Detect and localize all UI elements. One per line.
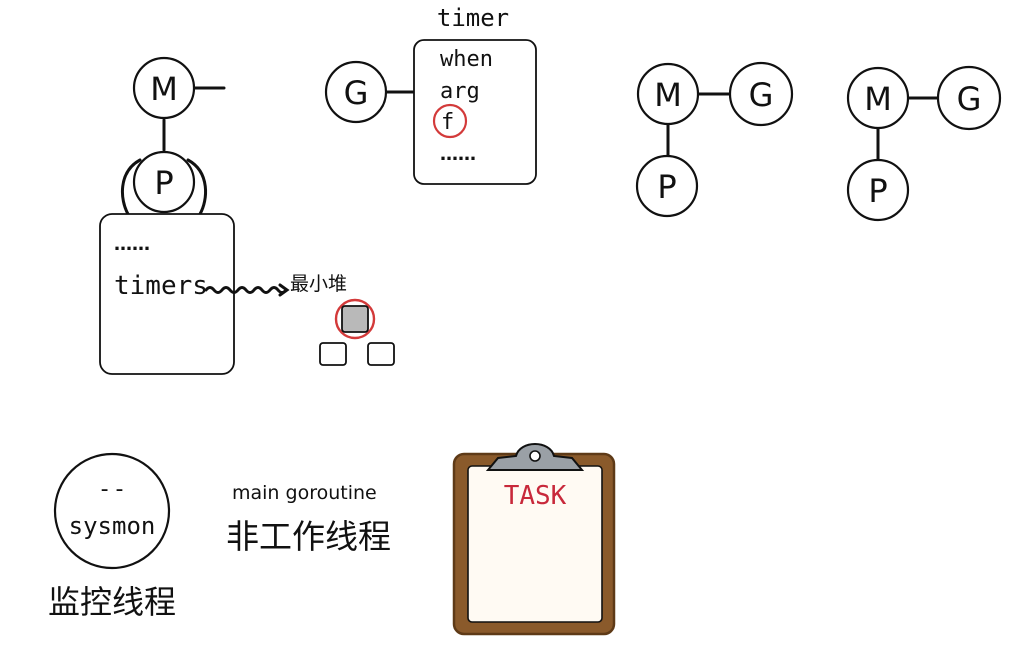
p-node-1-label: P [657, 168, 676, 206]
timers-arrowhead [278, 283, 290, 297]
timer-field-ellipsis: …… [440, 144, 476, 165]
mpg-group-2: M G P [846, 65, 1002, 222]
heap-left-child [319, 342, 347, 366]
m-node-left-label: M [150, 70, 178, 108]
main-goroutine-group: main goroutine 非工作线程 [226, 482, 391, 556]
m-node-2-label: M [864, 80, 892, 118]
p-node-left [132, 150, 196, 214]
g-node-2-label: G [957, 80, 982, 118]
timers-label: timers [114, 271, 208, 301]
g-node-1 [728, 61, 794, 127]
task-clipboard: TASK [452, 443, 616, 636]
clipboard-clip-hole [529, 450, 541, 462]
p-arrow-right [186, 158, 208, 216]
g-node-middle-label: G [344, 74, 369, 112]
m-node-1-label: M [654, 76, 682, 114]
m-node-left [132, 56, 196, 120]
m-node-1 [636, 62, 700, 126]
timer-field-f-highlight [432, 103, 468, 139]
timers-squiggle-arrow [204, 286, 288, 294]
p-node-1 [635, 154, 699, 218]
g-timer-group: G timer when arg f …… [324, 4, 537, 185]
timer-struct-box [413, 39, 537, 185]
g-node-2 [936, 65, 1002, 131]
m-node-2 [846, 66, 910, 130]
main-goroutine-caption: 非工作线程 [226, 517, 391, 556]
sysmon-label: sysmon [69, 512, 156, 540]
timer-title: timer [437, 4, 509, 32]
sysmon-face: - - [101, 477, 124, 502]
g-node-middle [324, 60, 388, 124]
p-arrow-left [120, 158, 142, 216]
timer-field-arg: arg [440, 79, 480, 104]
p-node-left-label: P [154, 164, 173, 202]
heap-right-child [367, 342, 395, 366]
min-heap-label: 最小堆 [290, 273, 347, 295]
main-goroutine-label: main goroutine [232, 482, 377, 504]
mpg-group-1: M G P [635, 61, 794, 218]
timer-field-f: f [441, 110, 454, 135]
heap-root-node [341, 305, 369, 333]
g-node-1-label: G [749, 76, 774, 114]
p-node-2 [846, 158, 910, 222]
p-local-ellipsis: …… [114, 234, 150, 255]
sysmon-circle [53, 452, 171, 570]
timer-field-when: when [440, 47, 493, 72]
sysmon-group: - - sysmon 监控线程 [48, 452, 176, 621]
clipboard-title: TASK [504, 481, 567, 511]
mp-group-left: M P …… timers 最小堆 [99, 56, 395, 375]
p-node-2-label: P [868, 172, 887, 210]
sysmon-caption: 监控线程 [48, 583, 176, 621]
